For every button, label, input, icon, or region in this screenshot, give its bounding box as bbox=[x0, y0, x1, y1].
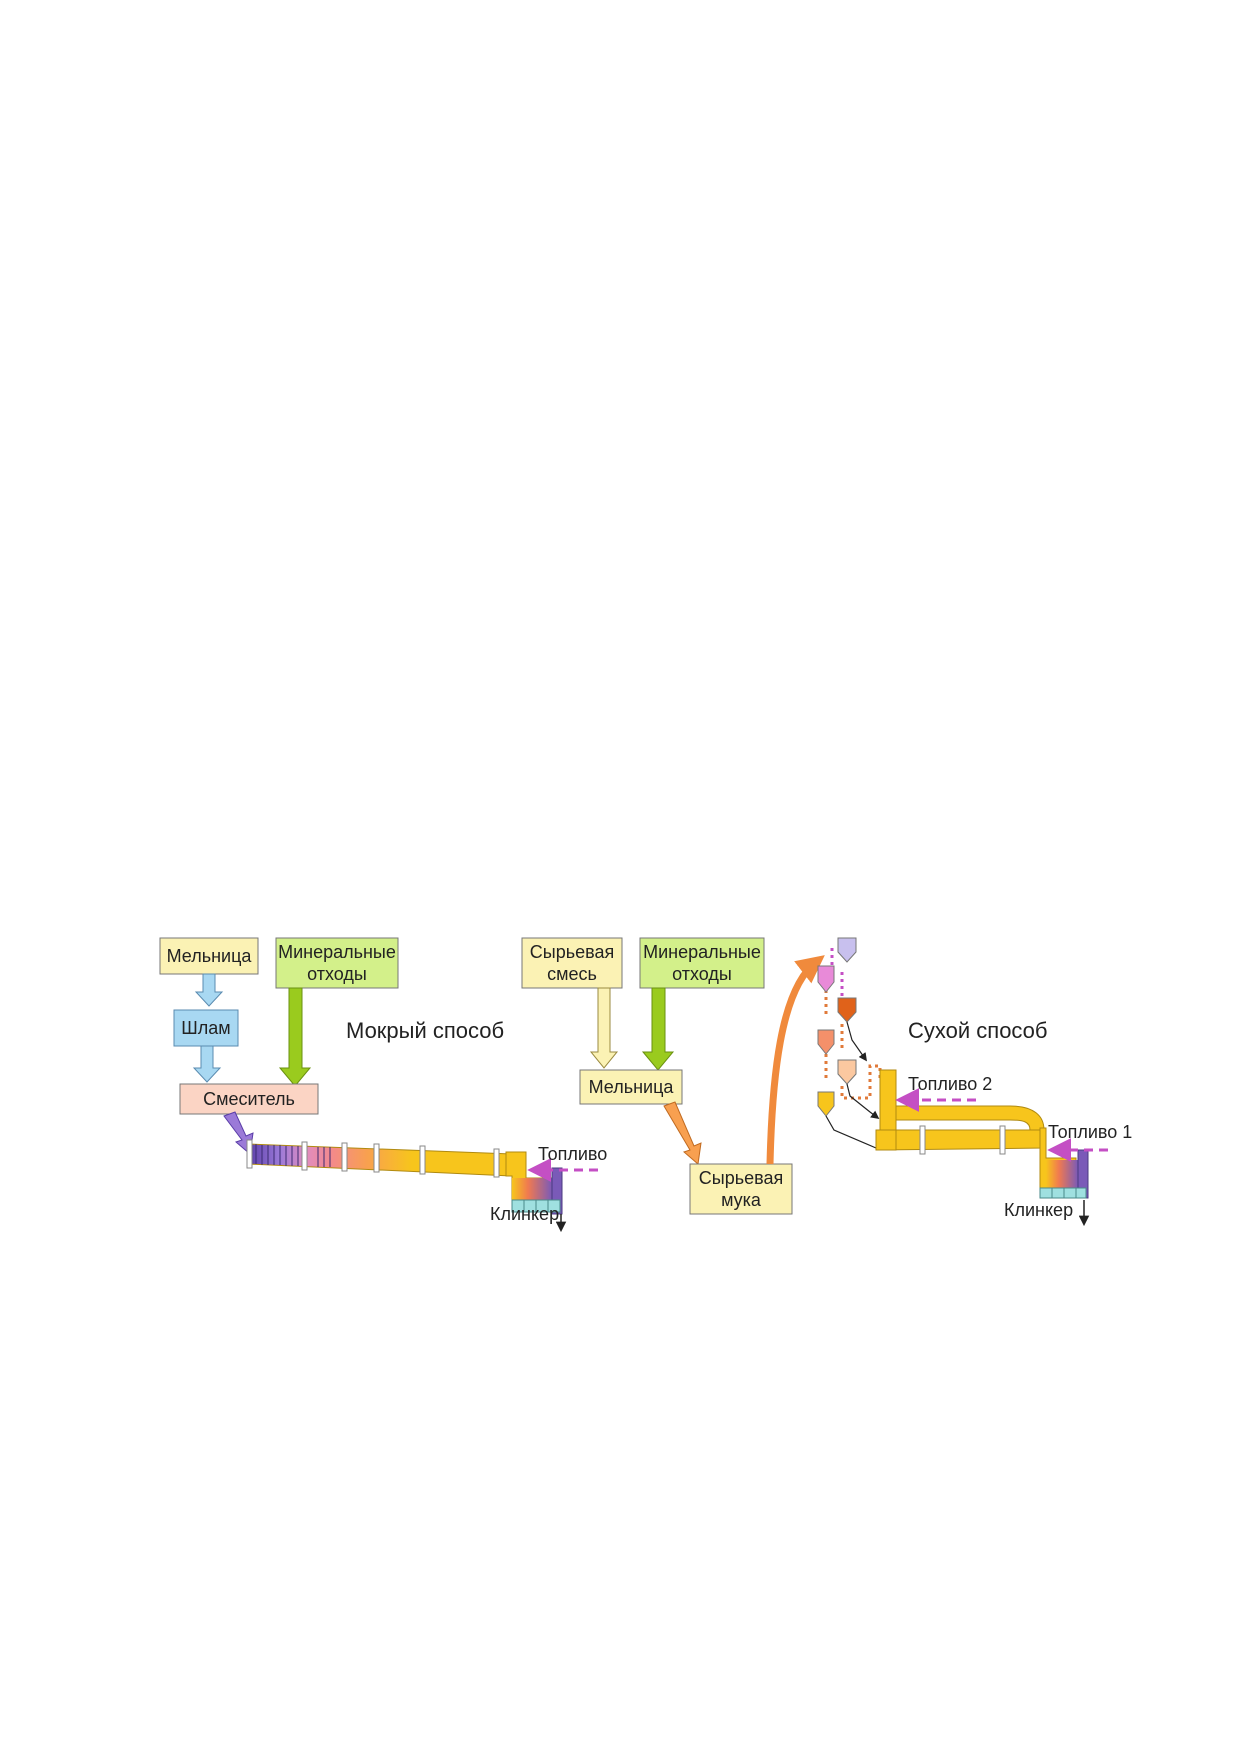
dry-fuel-1-label: Топливо 1 bbox=[1048, 1122, 1132, 1142]
wet-mill-box: Мельница bbox=[159, 937, 259, 975]
wet-arrow-mill-slurry bbox=[194, 973, 224, 1007]
wet-kiln-rings bbox=[246, 1139, 500, 1178]
dry-arrow-waste-mill bbox=[641, 987, 675, 1071]
wet-kiln bbox=[246, 1139, 563, 1215]
dry-raw-meal-lift-arrow bbox=[766, 955, 825, 1165]
cyclone-1 bbox=[837, 937, 857, 963]
wet-slurry-label: Шлам bbox=[181, 1018, 230, 1038]
wet-waste-label-1: Минеральные bbox=[278, 942, 396, 962]
wet-fuel-label: Топливо bbox=[538, 1144, 607, 1164]
dry-mineral-waste-box: Минеральные отходы bbox=[639, 937, 765, 989]
dry-fuel-2-label: Топливо 2 bbox=[908, 1074, 992, 1094]
dry-mill-box: Мельница bbox=[579, 1069, 683, 1105]
cyclone-3 bbox=[837, 997, 857, 1023]
dry-kiln-rings bbox=[919, 1125, 1006, 1155]
dry-clinker-label: Клинкер bbox=[1004, 1200, 1073, 1220]
dry-raw-mix-box: Сырьевая смесь bbox=[521, 937, 623, 989]
wet-slurry-box: Шлам bbox=[173, 1009, 239, 1047]
dry-raw-meal-label-1: Сырьевая bbox=[699, 1168, 783, 1188]
wet-kiln-chain-zone bbox=[255, 1144, 331, 1167]
wet-mixer-label: Смеситель bbox=[203, 1089, 295, 1109]
cyclone-6 bbox=[817, 1091, 835, 1117]
wet-process-title: Мокрый способ bbox=[346, 1018, 504, 1043]
dry-raw-meal-label-2: мука bbox=[721, 1190, 762, 1210]
wet-waste-label-2: отходы bbox=[307, 964, 367, 984]
dry-process-title: Сухой способ bbox=[908, 1018, 1048, 1043]
dry-raw-meal-box: Сырьевая мука bbox=[689, 1163, 793, 1215]
dry-arrow-rawmix-mill bbox=[589, 987, 619, 1069]
preheater-tower bbox=[817, 937, 1089, 1199]
dry-raw-mix-label-2: смесь bbox=[547, 964, 597, 984]
dry-raw-mix-label-1: Сырьевая bbox=[530, 942, 614, 962]
wet-arrow-slurry-mixer bbox=[192, 1045, 222, 1083]
dry-waste-label-1: Минеральные bbox=[643, 942, 761, 962]
dry-waste-label-2: отходы bbox=[672, 964, 732, 984]
wet-arrow-waste-mixer bbox=[278, 987, 312, 1087]
cyclone-4 bbox=[817, 1029, 835, 1055]
cyclone-2 bbox=[817, 965, 835, 993]
cyclone-5 bbox=[837, 1059, 857, 1085]
wet-mill-label: Мельница bbox=[167, 946, 253, 966]
wet-clinker-label: Клинкер bbox=[490, 1204, 559, 1224]
wet-mineral-waste-box: Минеральные отходы bbox=[275, 937, 399, 989]
dry-mill-label: Мельница bbox=[589, 1077, 675, 1097]
wet-mixer-box: Смеситель bbox=[179, 1083, 319, 1115]
dry-arrow-mill-rawmeal bbox=[663, 1101, 702, 1165]
